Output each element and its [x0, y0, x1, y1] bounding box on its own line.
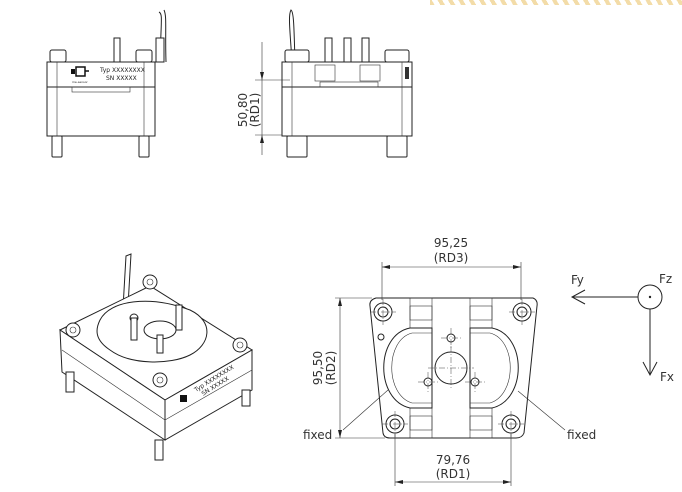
label-type: Typ XXXXXXXX [99, 67, 145, 74]
fx-arrowhead-icon [642, 361, 658, 377]
left-dimension-value: 95,50 [311, 351, 325, 385]
left-dimension-ref: (RD2) [324, 351, 338, 386]
fx-label: Fx [660, 370, 674, 384]
label-sn: SN XXXXX [106, 75, 137, 82]
top-dimension-value: 95,25 [434, 236, 468, 250]
top-banner-strip [430, 0, 682, 5]
logo-icon [71, 66, 89, 77]
fz-label: Fz [659, 272, 672, 286]
force-coordinate-system: Fy Fz Fx [570, 272, 674, 384]
fy-label: Fy [571, 273, 584, 287]
front-view: me-sensor Typ XXXXXXXX SN XXXXX [46, 9, 167, 158]
top-dimension-ref: (RD3) [434, 251, 469, 265]
fixed-label-right: fixed [567, 428, 596, 442]
fixed-label-left: fixed [303, 428, 332, 442]
bottom-dimension-ref: (RD1) [436, 467, 471, 481]
logo-text: me-sensor [72, 80, 89, 84]
fy-arrowhead-icon [570, 289, 586, 305]
bottom-dimension-value: 79,76 [436, 453, 470, 467]
iso-logo-icon [180, 395, 187, 402]
isometric-view: Typ XXXXXXXX SN XXXXX [58, 253, 253, 461]
side-dimension-ref: (RD1) [248, 93, 262, 128]
plan-view: 95,25 (RD3) 95,50 (RD2) 79,76 (RD1) fixe… [303, 236, 596, 486]
side-dimension-value: 50,80 [236, 93, 250, 127]
side-view: 50,80 (RD1) [236, 9, 413, 158]
